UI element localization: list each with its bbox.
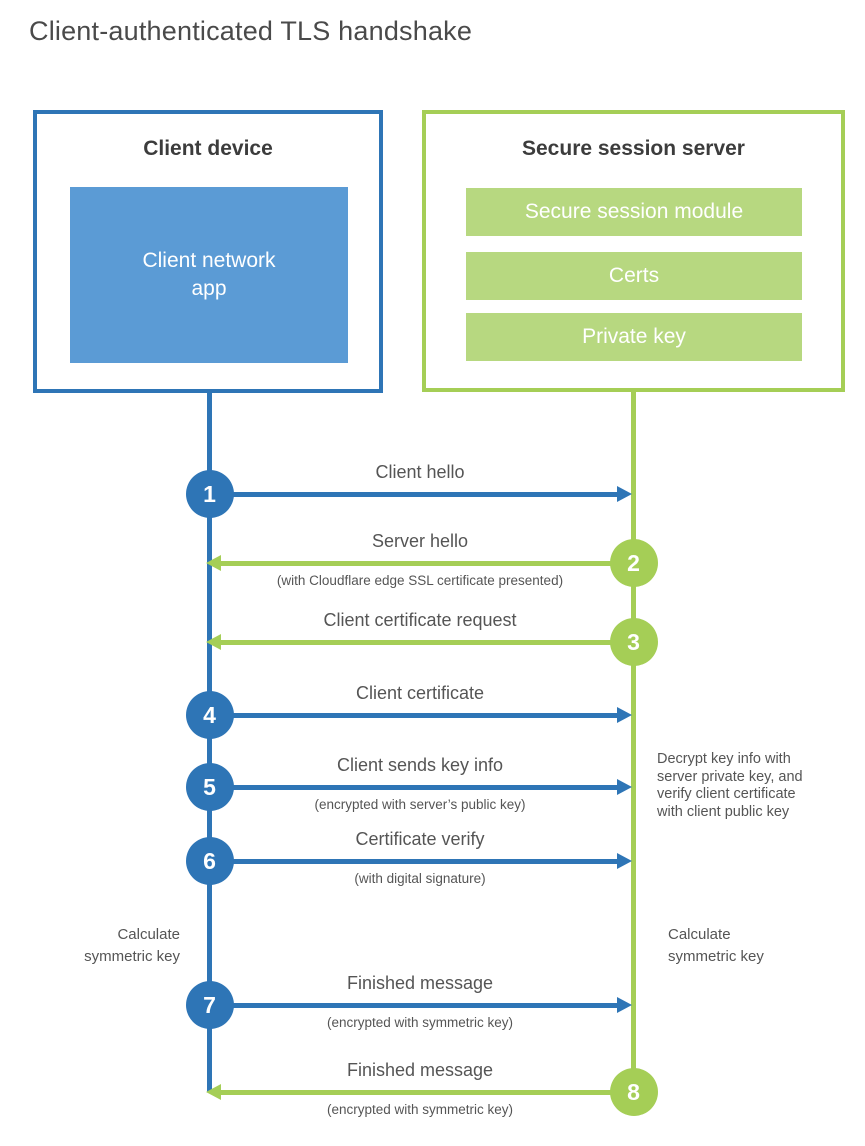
arrowhead-right-icon <box>617 853 632 869</box>
step-2-marker: 2 <box>609 539 658 587</box>
step-3-marker: 3 <box>609 618 658 666</box>
server-module-private-key: Private key <box>466 313 802 361</box>
message-arrow-shaft <box>209 859 617 864</box>
server-lifeline <box>631 390 636 1095</box>
arrowhead-right-icon <box>617 779 632 795</box>
arrowhead-left-icon <box>206 634 221 650</box>
client-lifeline <box>207 391 212 1092</box>
message-note: (with digital signature) <box>354 871 486 886</box>
message-label: Finished message <box>346 973 494 993</box>
message-note: (with Cloudflare edge SSL certificate pr… <box>276 573 564 588</box>
client-network-app-box: Client network app <box>70 187 348 363</box>
arrowhead-left-icon <box>206 555 221 571</box>
step-8-marker: 8 <box>609 1068 658 1116</box>
message-label: Server hello <box>371 531 469 551</box>
arrowhead-left-icon <box>206 1084 221 1100</box>
message-label: Finished message <box>346 1060 494 1080</box>
client-device-title: Client device <box>143 137 273 160</box>
client-calculate-symmetric-key-note: Calculate symmetric key <box>84 926 180 965</box>
arrowhead-right-icon <box>617 707 632 723</box>
message-note: (encrypted with symmetric key) <box>326 1102 514 1117</box>
message-arrow-shaft <box>221 640 633 645</box>
message-arrow-shaft <box>209 1003 617 1008</box>
message-arrow-shaft <box>221 1090 633 1095</box>
server-calculate-symmetric-key-note: Calculate symmetric key <box>668 926 764 965</box>
message-label: Client sends key info <box>336 755 504 775</box>
server-module-certs: Certs <box>466 252 802 300</box>
step-6-marker: 6 <box>185 837 234 885</box>
server-decrypt-key-info-note: Decrypt key info with server private key… <box>657 751 803 820</box>
message-label: Client hello <box>375 462 465 482</box>
step-7-marker: 7 <box>185 981 234 1029</box>
message-label: Client certificate <box>355 683 485 703</box>
page-title: Client-authenticated TLS handshake <box>29 16 473 46</box>
secure-session-server-title: Secure session server <box>522 137 745 160</box>
arrowhead-right-icon <box>617 486 632 502</box>
step-5-marker: 5 <box>185 763 234 811</box>
message-arrow-shaft <box>209 713 617 718</box>
message-label: Certificate verify <box>355 829 485 849</box>
message-note: (encrypted with server’s public key) <box>314 797 526 812</box>
message-arrow-shaft <box>209 492 617 497</box>
step-4-marker: 4 <box>185 691 234 739</box>
message-arrow-shaft <box>209 785 617 790</box>
message-arrow-shaft <box>221 561 633 566</box>
step-1-marker: 1 <box>185 470 234 518</box>
message-note: (encrypted with symmetric key) <box>326 1015 514 1030</box>
message-label: Client certificate request <box>323 610 517 630</box>
arrowhead-right-icon <box>617 997 632 1013</box>
server-module-secure-session-module: Secure session module <box>466 188 802 236</box>
